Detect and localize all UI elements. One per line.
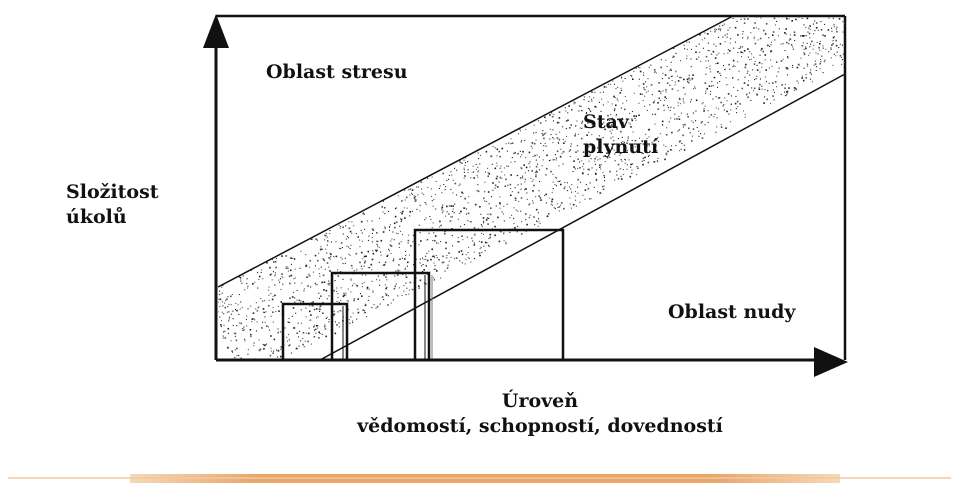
channel-lower-line: [319, 73, 846, 361]
x-axis-label-line-2: vědomostí, schopností, dovedností: [357, 415, 723, 437]
channel-upper-line: [217, 15, 734, 288]
y-axis-label-line-2: úkolů: [66, 206, 127, 228]
boredom-area-label: Oblast nudy: [668, 301, 796, 323]
stress-area-label: Oblast stresu: [266, 61, 408, 83]
y-axis-label: Složitost úkolů: [66, 180, 159, 230]
x-axis-label: Úroveň vědomostí, schopností, dovedností: [330, 389, 750, 439]
y-axis-arrow-icon: [203, 14, 229, 48]
flow-state-label-line-1: Stav: [583, 111, 629, 133]
y-axis-label-line-1: Složitost: [66, 181, 159, 203]
x-axis-arrow-icon: [814, 347, 848, 377]
flow-state-label: Stav plynutí: [583, 110, 658, 160]
square-large: [413, 228, 565, 362]
square-medium: [330, 271, 433, 362]
square-small: [281, 302, 349, 362]
x-axis-label-line-1: Úroveň: [501, 390, 579, 412]
flow-channel-stipple: [218, 16, 845, 360]
flow-state-label-line-2: plynutí: [583, 136, 659, 158]
